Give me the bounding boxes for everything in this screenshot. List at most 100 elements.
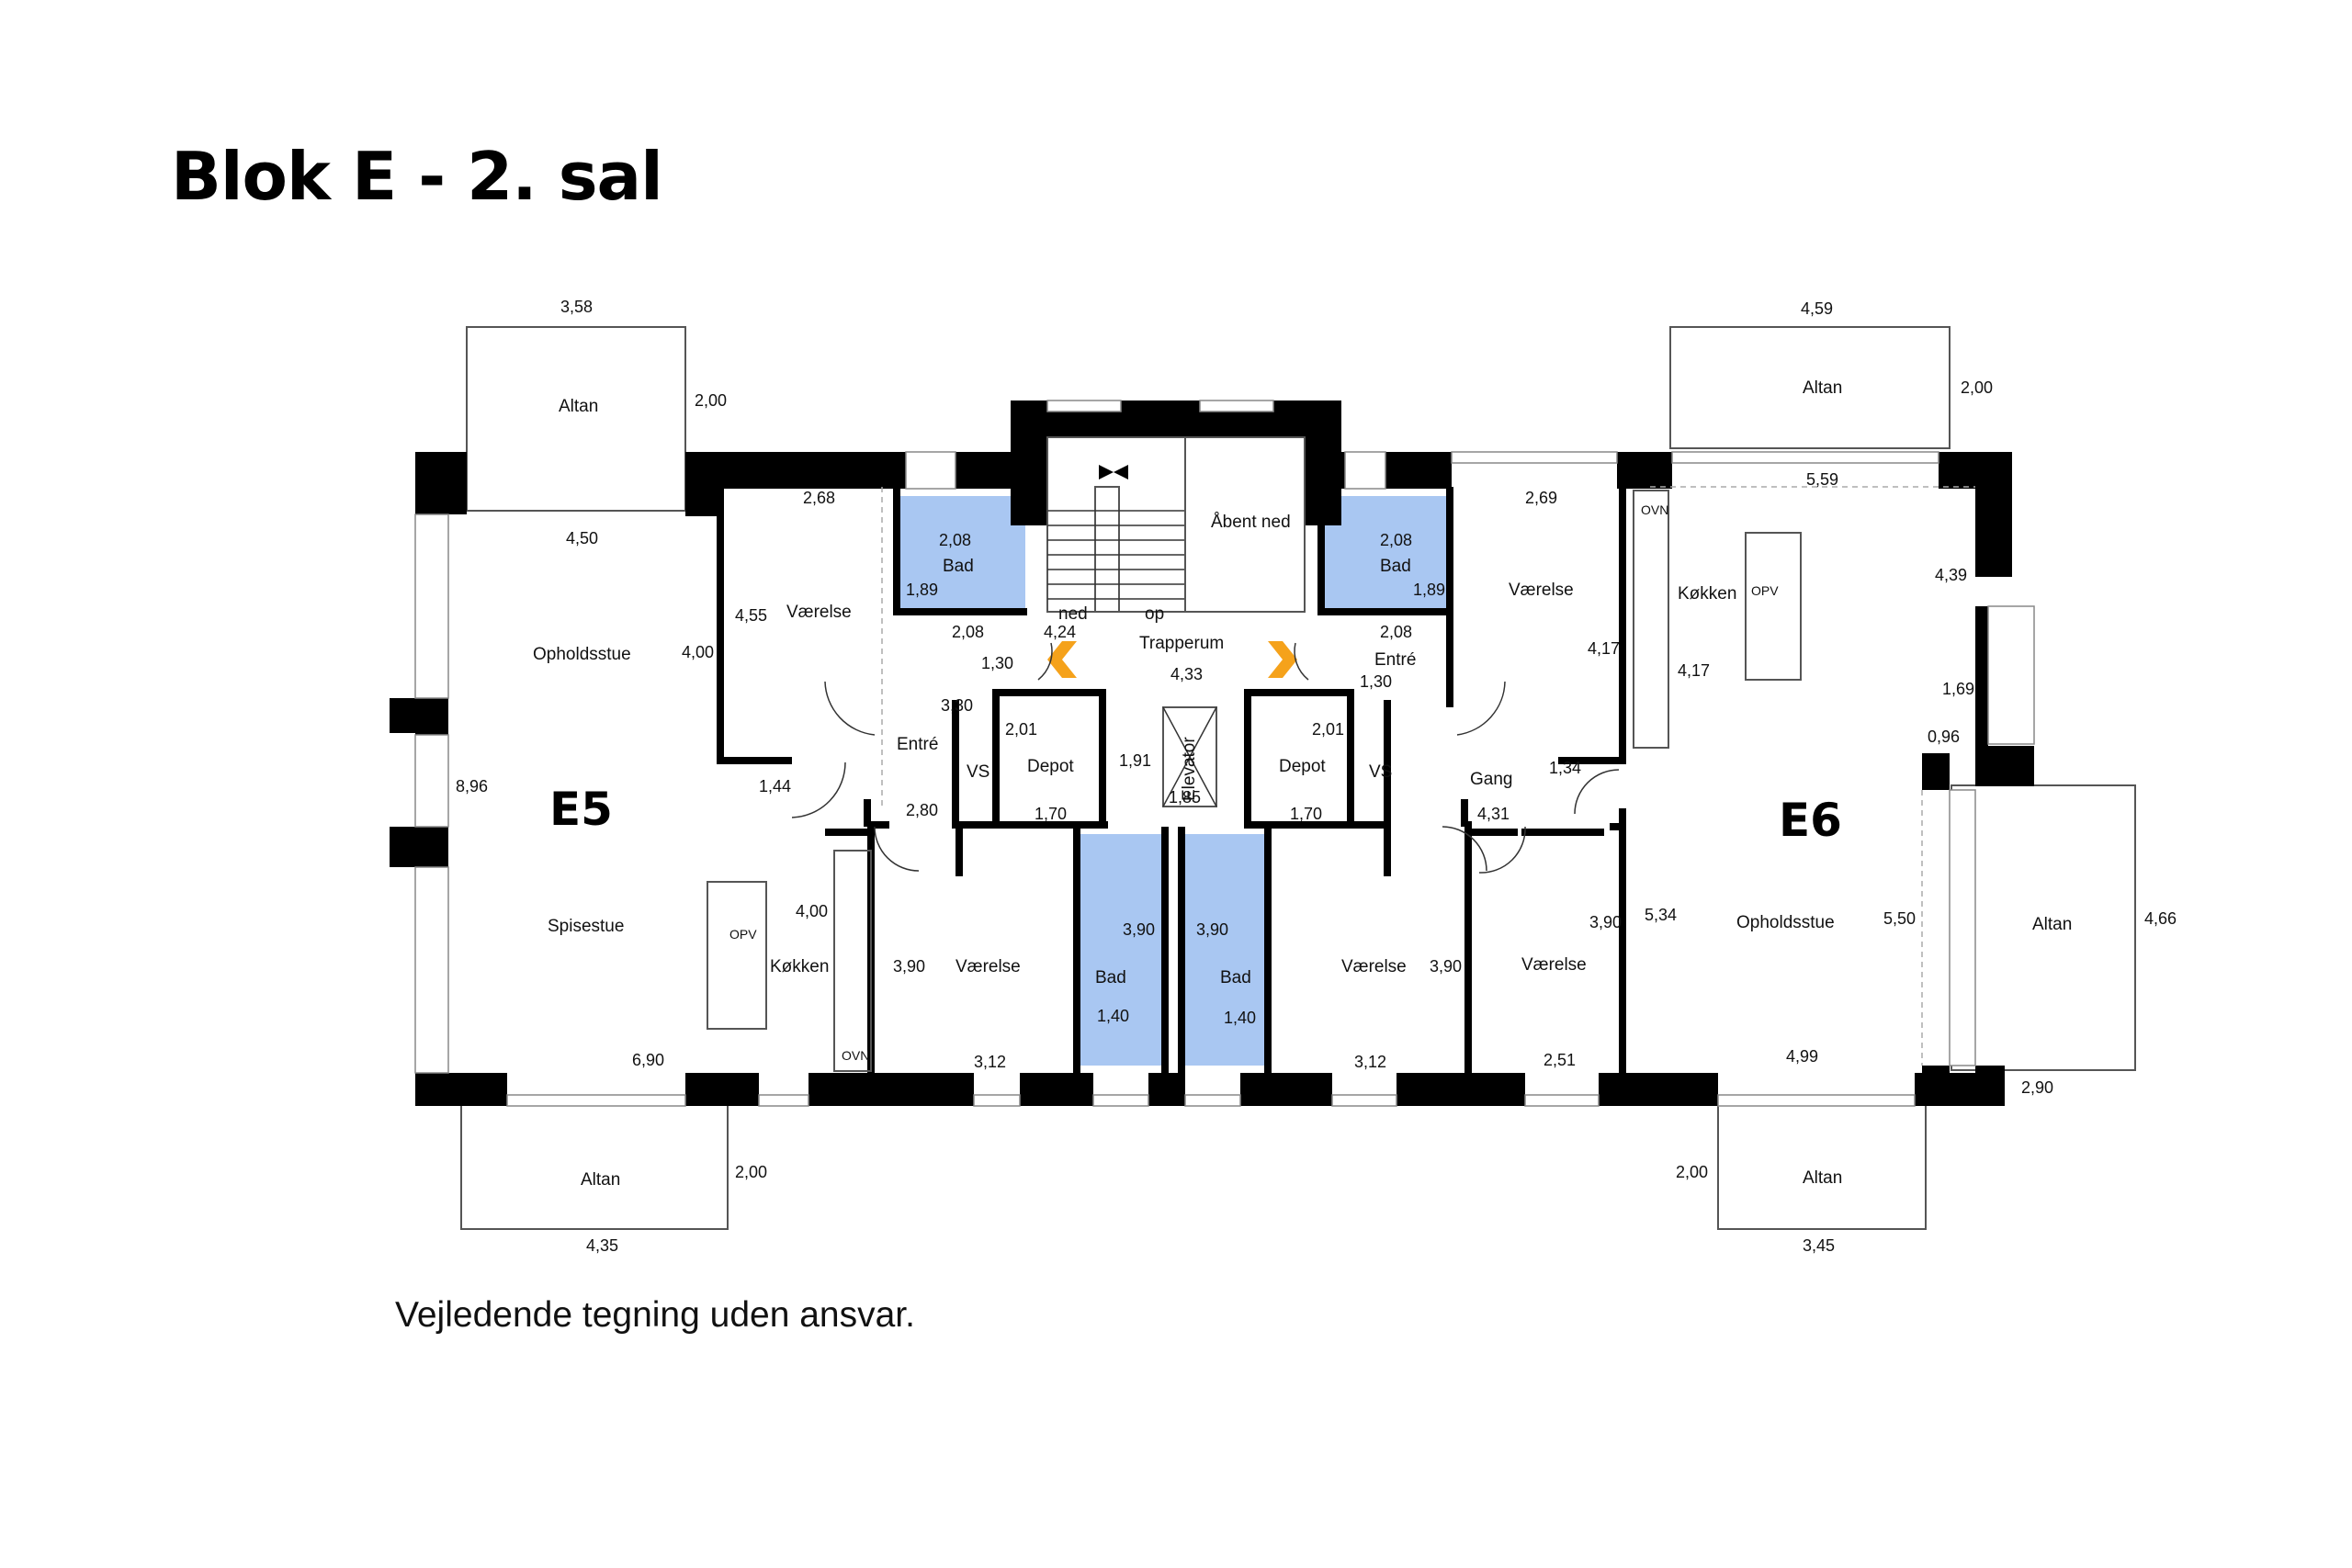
dimension-label: 4,24 <box>1044 623 1076 641</box>
dimension-label: 4,55 <box>735 606 767 625</box>
dimension-label: 1,40 <box>1097 1007 1129 1025</box>
dimension-label: 3,90 <box>1196 920 1228 939</box>
room-label: Køkken <box>1678 584 1736 604</box>
dimension-label: 4,31 <box>1477 805 1510 823</box>
dimension-label: 5,34 <box>1645 906 1677 924</box>
dimension-label: 4,17 <box>1588 639 1620 658</box>
dimension-label: 3,12 <box>1354 1053 1386 1071</box>
dimension-label: 4,00 <box>682 643 714 661</box>
dimension-label: 4,50 <box>566 529 598 547</box>
room-label: Depot <box>1279 757 1326 776</box>
dimension-label: 1,44 <box>759 777 791 795</box>
dimension-label: 1,30 <box>981 654 1013 672</box>
disclaimer-text: Vejledende tegning uden ansvar. <box>395 1295 915 1335</box>
dimension-label: 2,00 <box>1961 378 1993 397</box>
room-label: VS <box>1369 762 1392 782</box>
dimension-label: 1,85 <box>1169 788 1201 807</box>
appliance-labels: OVN OPV OVN OPV <box>729 502 1779 1063</box>
arrow-right-icon <box>1268 641 1297 678</box>
dishwasher-label: OPV <box>729 927 757 942</box>
room-label: Depot <box>1027 757 1074 776</box>
page-title: Blok E - 2. sal <box>171 138 663 215</box>
windows <box>414 400 2035 1107</box>
bathroom-fills <box>900 496 1446 1066</box>
dimension-label: 5,59 <box>1806 470 1838 489</box>
door-swings <box>791 642 1620 874</box>
dimension-label: 2,08 <box>952 623 984 641</box>
room-label: ned <box>1058 604 1088 624</box>
dimension-label: 2,68 <box>803 489 835 507</box>
room-label: Værelse <box>1341 957 1407 976</box>
dimension-label: 1,91 <box>1119 751 1151 770</box>
dimension-label: 1,70 <box>1290 805 1322 823</box>
room-label: Spisestue <box>548 917 624 936</box>
room-label: Entré <box>1374 650 1416 670</box>
dimension-label: 1,70 <box>1035 805 1067 823</box>
dimension-label: 3,90 <box>893 957 925 976</box>
dimension-label: 2,00 <box>1676 1163 1708 1181</box>
dimension-label: 1,89 <box>906 581 938 599</box>
dimension-label: 2,01 <box>1312 720 1344 739</box>
dishwasher-label: OPV <box>1751 583 1779 598</box>
room-label: op <box>1145 604 1164 624</box>
dimension-label: 2,80 <box>906 801 938 819</box>
dimension-label: 3,30 <box>941 696 973 715</box>
dimension-label: 2,00 <box>735 1163 767 1181</box>
unit-e6-label: E6 <box>1779 794 1842 847</box>
room-label: Bad <box>1095 968 1126 987</box>
dimension-label: 3,90 <box>1589 913 1622 931</box>
dimension-label: 2,00 <box>695 391 727 410</box>
arrow-left-icon <box>1047 641 1077 678</box>
unit-e5-label: E5 <box>549 783 613 836</box>
dimension-label: 1,89 <box>1413 581 1445 599</box>
room-label: Bad <box>1220 968 1251 987</box>
room-label: Altan <box>581 1170 620 1190</box>
room-label: Trapperum <box>1139 634 1224 653</box>
balcony-e5-bottom <box>460 1100 729 1230</box>
room-label: Bad <box>943 557 974 576</box>
dimension-label: 4,33 <box>1170 665 1203 683</box>
dimension-label: 2,51 <box>1544 1051 1576 1069</box>
dimension-label: 4,35 <box>586 1236 618 1255</box>
room-label: Opholdsstue <box>1736 913 1835 932</box>
room-label: Entré <box>897 735 938 754</box>
dimension-label: 2,08 <box>1380 623 1412 641</box>
dimension-label: 8,96 <box>456 777 488 795</box>
dimension-label: 4,66 <box>2144 909 2177 928</box>
bath-e6-top-fill <box>1323 496 1446 614</box>
room-label: Åbent ned <box>1211 513 1291 532</box>
dimension-label: 4,39 <box>1935 566 1967 584</box>
bath-e6-bottom-fill <box>1185 834 1270 1066</box>
room-labels: Altan Altan Opholdsstue Spisestue Køkken… <box>533 378 2072 1190</box>
room-label: Køkken <box>770 957 829 976</box>
room-label: Opholdsstue <box>533 645 631 664</box>
dimension-labels: 3,58 2,00 4,50 2,68 4,55 4,00 8,96 1,44 … <box>456 298 2177 1255</box>
room-label: Bad <box>1380 557 1411 576</box>
dimension-label: 4,99 <box>1786 1047 1818 1066</box>
room-label: Elevator <box>1180 737 1199 801</box>
dimension-label: 2,08 <box>939 531 971 549</box>
room-label: Altan <box>1803 378 1842 398</box>
room-label: VS <box>967 762 989 782</box>
dimension-label: 0,96 <box>1928 728 1960 746</box>
oven-label: OVN <box>842 1048 869 1063</box>
dimension-label: 2,90 <box>2021 1078 2053 1097</box>
room-label: Altan <box>559 397 598 416</box>
dimension-label: 4,17 <box>1678 661 1710 680</box>
dimension-label: 2,08 <box>1380 531 1412 549</box>
dimension-label: 1,40 <box>1224 1009 1256 1027</box>
dimension-label: 3,58 <box>560 298 593 316</box>
balcony-e5-top <box>466 326 686 512</box>
dimension-label: 3,12 <box>974 1053 1006 1071</box>
balcony-e6-bottom <box>1717 1100 1927 1230</box>
dimension-label: 4,00 <box>796 902 828 920</box>
room-label: Altan <box>1803 1168 1842 1188</box>
dimension-label: 3,45 <box>1803 1236 1835 1255</box>
oven-label: OVN <box>1641 502 1668 517</box>
room-label: Gang <box>1470 770 1512 789</box>
dimension-label: 3,90 <box>1123 920 1155 939</box>
bath-e5-top-fill <box>900 496 1025 614</box>
dimension-label: 1,69 <box>1942 680 1974 698</box>
balcony-e6-top <box>1669 326 1951 449</box>
